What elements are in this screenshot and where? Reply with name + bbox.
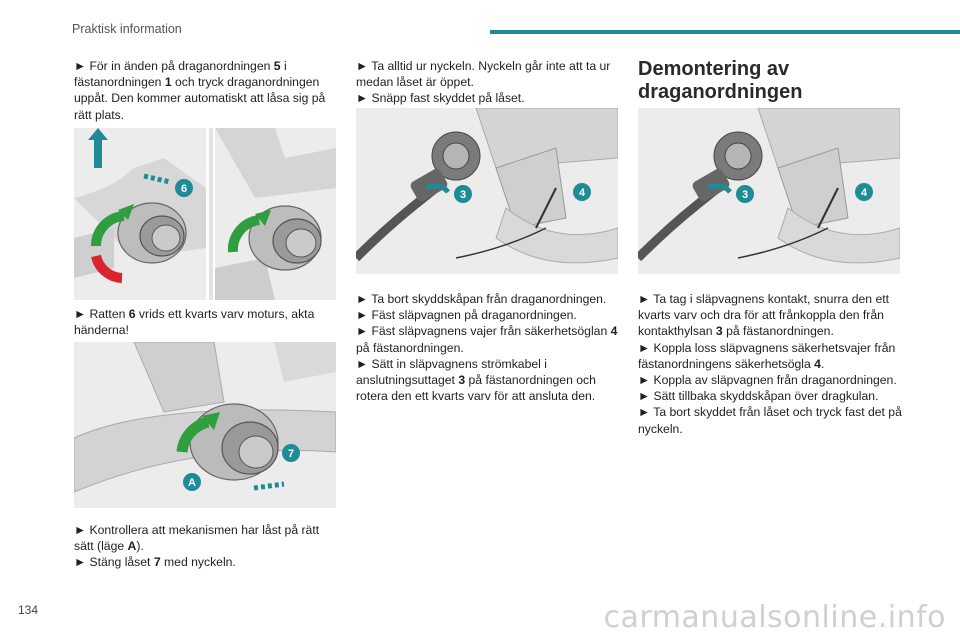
page-number: 134 (18, 603, 39, 617)
col1-step-turn: ► Ratten 6 vrids ett kvarts varv moturs,… (74, 306, 336, 338)
paragraph: ► Snäpp fast skyddet på låset. (356, 91, 525, 106)
paragraph: ► Ta alltid ur nyckeln. Nyckeln går inte… (356, 59, 611, 90)
bullet-arrow-icon: ► (638, 405, 651, 420)
bullet-arrow-icon: ► (638, 373, 651, 388)
paragraph: ► Koppla av släpvagnen från draganordnin… (638, 373, 897, 388)
bullet-arrow-icon: ► (356, 292, 369, 306)
bullet-arrow-icon: ► (356, 356, 369, 371)
bullet-arrow-icon: ► (638, 389, 651, 404)
bullet-arrow-icon: ► (356, 91, 369, 106)
section-heading: Demontering av draganordningen (638, 58, 803, 103)
footer-watermark[interactable]: carmanualsonline.info (603, 600, 946, 635)
bullet-arrow-icon: ► (74, 59, 87, 73)
callout-A: A (188, 477, 196, 489)
paragraph: ► För in änden på draganordningen 5 i fä… (74, 59, 326, 122)
paragraph: ► Koppla loss släpvagnens säkerhetsvajer… (638, 340, 896, 371)
bullet-arrow-icon: ► (74, 523, 87, 537)
bullet-arrow-icon: ► (74, 307, 87, 321)
paragraph: ► Ta tag i släpvagnens kontakt, snurra d… (638, 292, 890, 339)
callout-4: 4 (579, 187, 586, 199)
paragraph: ► Ta bort skyddskåpan från draganordning… (356, 292, 607, 306)
paragraph: ► Ratten 6 vrids ett kvarts varv moturs,… (74, 307, 315, 338)
bullet-arrow-icon: ► (356, 308, 369, 323)
callout-3: 3 (460, 189, 466, 201)
paragraph: ► Sätt tillbaka skyddskåpan över dragkul… (638, 389, 879, 404)
callout-7: 7 (288, 448, 294, 460)
col2-steps-attach: ► Ta bort skyddskåpan från draganordning… (356, 291, 620, 404)
col3-steps-detach: ► Ta tag i släpvagnens kontakt, snurra d… (638, 291, 902, 437)
bullet-arrow-icon: ► (638, 340, 651, 355)
figure-lock-position: 7 A (74, 342, 336, 508)
paragraph: ► Fäst släpvagnen på draganordningen. (356, 308, 577, 323)
figure-knob-turn-right (215, 128, 336, 300)
paragraph: ► Fäst släpvagnens vajer från säkerhetsö… (356, 324, 618, 355)
paragraph: ► Kontrollera att mekanismen har låst på… (74, 523, 320, 554)
figure-knob-turn-left: 6 (74, 128, 206, 300)
callout-4: 4 (861, 187, 868, 199)
callout-3: 3 (742, 189, 748, 201)
bullet-arrow-icon: ► (74, 555, 87, 570)
bullet-arrow-icon: ► (356, 59, 369, 73)
bullet-arrow-icon: ► (356, 324, 369, 339)
figure-disconnect-trailer: 3 4 (638, 108, 900, 274)
paragraph: ► Ta bort skyddet från låset och tryck f… (638, 405, 902, 436)
bullet-arrow-icon: ► (638, 292, 651, 306)
figure-connect-trailer: 3 4 (356, 108, 618, 274)
figure-divider (209, 128, 213, 300)
paragraph: ► Stäng låset 7 med nyckeln. (74, 555, 236, 570)
callout-6: 6 (181, 183, 187, 195)
header-accent-bar (490, 30, 960, 34)
paragraph: ► Sätt in släpvagnens strömkabel i anslu… (356, 356, 596, 404)
col1-step-check: ► Kontrollera att mekanismen har låst på… (74, 522, 336, 571)
col1-step-insert: ► För in änden på draganordningen 5 i fä… (74, 58, 336, 123)
section-title: Praktisk information (72, 22, 182, 36)
col2-step-key: ► Ta alltid ur nyckeln. Nyckeln går inte… (356, 58, 620, 107)
